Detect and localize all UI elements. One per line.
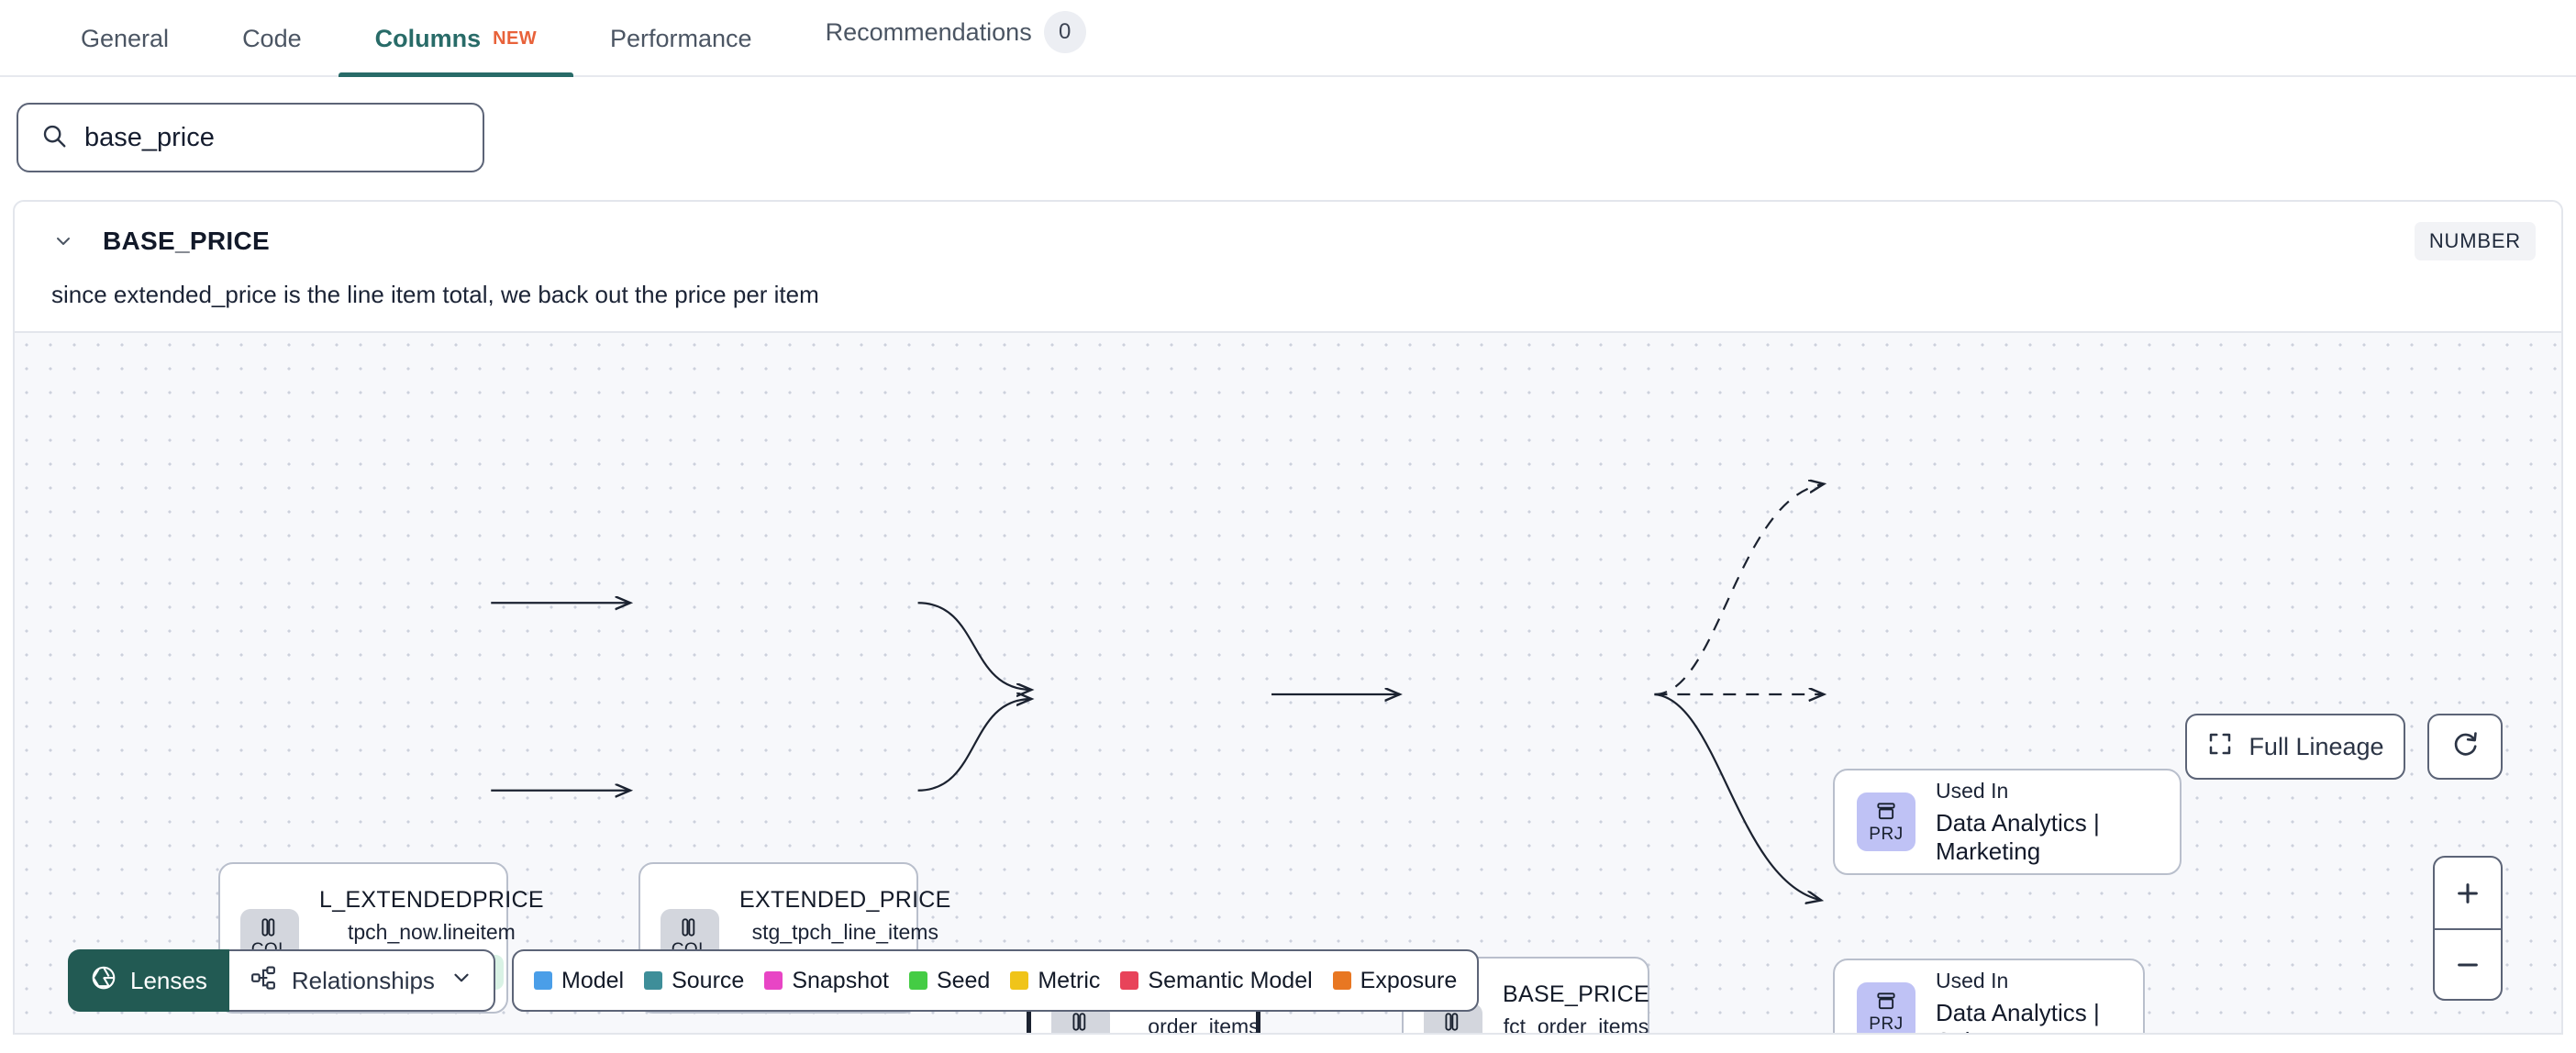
legend-label: Metric — [1038, 967, 1101, 993]
node-body: BASE_PRICE fct_order_items MODEL — [1503, 981, 1650, 1035]
node-subtitle: stg_tpch_line_items — [751, 919, 938, 944]
legend-label: Seed — [936, 967, 991, 993]
legend-label: Exposure — [1360, 967, 1458, 993]
used-in-label: Used In — [1936, 778, 2009, 803]
tab-bar: General Code Columns NEW Performance Rec… — [0, 0, 2576, 77]
legend-swatch-seed — [908, 971, 927, 990]
zoom-controls — [2433, 856, 2503, 1001]
tab-recommendations-count: 0 — [1043, 11, 1086, 53]
search-input[interactable] — [84, 122, 461, 153]
node-title: BASE_PRICE — [1503, 981, 1650, 1007]
chevron-down-icon — [450, 966, 473, 996]
legend-swatch-semantic-model — [1120, 971, 1139, 990]
node-subtitle: tpch_now.lineitem — [348, 919, 516, 944]
chevron-down-icon[interactable] — [51, 229, 75, 253]
lineage-canvas[interactable]: COL L_EXTENDEDPRICE tpch_now.lineitem SO… — [15, 331, 2561, 1035]
tab-columns-label: Columns — [374, 25, 482, 52]
column-name: BASE_PRICE — [103, 227, 270, 255]
node-title: L_EXTENDEDPRICE — [319, 886, 544, 913]
relationships-button[interactable]: Relationships — [228, 949, 495, 1012]
tab-code-label: Code — [242, 25, 302, 52]
legend-swatch-exposure — [1332, 971, 1351, 990]
legend-label: Semantic Model — [1148, 967, 1313, 993]
node-body: Used In Data Analytics | Sales — [1936, 968, 2121, 1034]
relationships-label: Relationships — [291, 966, 435, 994]
legend-label: Snapshot — [792, 967, 889, 993]
lineage-edges — [491, 333, 2561, 1035]
tab-general-label: General — [81, 25, 170, 52]
refresh-button[interactable] — [2427, 714, 2503, 780]
legend-label: Model — [561, 967, 625, 993]
legend-item: Snapshot — [764, 968, 889, 994]
legend-item: Source — [644, 968, 744, 994]
lineage-node-project-sales[interactable]: PRJ Used In Data Analytics | Sales — [1833, 959, 2145, 1034]
lineage-legend: Model Source Snapshot Seed Metric Semant… — [512, 949, 1480, 1012]
lenses-label: Lenses — [130, 966, 207, 994]
column-type-badge: NUMBER — [2414, 222, 2536, 260]
full-lineage-label: Full Lineage — [2248, 732, 2384, 760]
lineage-node-project-marketing[interactable]: PRJ Used In Data Analytics | Marketing — [1833, 769, 2182, 875]
tab-recommendations-label: Recommendations — [825, 17, 1032, 46]
used-in-label: Used In — [1936, 968, 2009, 992]
refresh-icon — [2450, 729, 2480, 765]
lenses-group: Lenses Relationships — [68, 949, 495, 1012]
tab-performance[interactable]: Performance — [573, 25, 789, 75]
project-name: Data Analytics | Sales — [1936, 998, 2100, 1034]
legend-item: Semantic Model — [1120, 967, 1313, 994]
prj-type-icon: PRJ — [1857, 793, 1915, 851]
tab-columns-new-badge: NEW — [493, 28, 537, 49]
search-box[interactable] — [17, 103, 484, 172]
relationships-icon — [250, 964, 277, 998]
prj-type-label: PRJ — [1869, 1014, 1904, 1034]
aperture-icon — [90, 964, 117, 998]
column-description: since extended_price is the line item to… — [51, 281, 819, 308]
prj-type-icon: PRJ — [1857, 982, 1915, 1034]
legend-label: Source — [672, 967, 745, 993]
tab-code[interactable]: Code — [205, 25, 339, 75]
legend-item: Metric — [1010, 968, 1100, 994]
tab-recommendations[interactable]: Recommendations 0 — [789, 11, 1123, 75]
node-body: Used In Data Analytics | Marketing — [1936, 779, 2158, 866]
tab-general[interactable]: General — [44, 25, 205, 75]
project-name: Data Analytics | Marketing — [1936, 808, 2100, 865]
legend-item: Model — [534, 968, 624, 994]
prj-type-label: PRJ — [1869, 824, 1904, 844]
legend-swatch-snapshot — [764, 971, 783, 990]
column-header: BASE_PRICE NUMBER — [15, 202, 2561, 260]
zoom-in-button[interactable] — [2435, 858, 2501, 928]
lenses-button[interactable]: Lenses — [68, 949, 229, 1012]
legend-swatch-source — [644, 971, 663, 990]
search-icon — [40, 122, 68, 154]
legend-swatch-metric — [1010, 971, 1029, 990]
tab-columns[interactable]: Columns NEW — [338, 25, 574, 77]
legend-item: Exposure — [1332, 967, 1458, 994]
node-title: EXTENDED_PRICE — [739, 886, 951, 913]
zoom-out-button[interactable] — [2435, 928, 2501, 999]
search-area — [0, 77, 2576, 172]
legend-item: Seed — [908, 967, 991, 994]
tab-performance-label: Performance — [610, 25, 752, 52]
full-lineage-button[interactable]: Full Lineage — [2185, 714, 2405, 780]
column-panel: BASE_PRICE NUMBER since extended_price i… — [13, 200, 2563, 1035]
node-subtitle: order_items — [1148, 1014, 1260, 1035]
node-subtitle: fct_order_items — [1503, 1014, 1649, 1035]
legend-swatch-model — [534, 971, 552, 990]
expand-corners-icon — [2206, 730, 2234, 764]
